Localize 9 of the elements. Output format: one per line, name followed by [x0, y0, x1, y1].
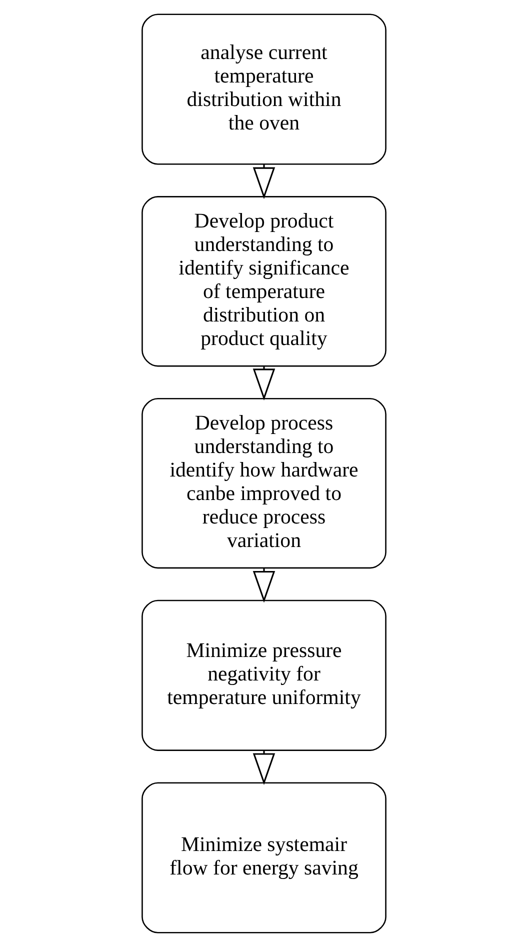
node-box: Minimize pressure negativity for temperature uniformity — [142, 600, 386, 751]
node-box: analyse current temperature distribution within the oven — [142, 14, 386, 165]
node-box: Minimize systemair flow for energy saving — [142, 782, 386, 934]
arrow — [252, 164, 276, 200]
node-box: Develop process understanding to identify how hardware canbe improved to reduce process variation — [142, 398, 386, 569]
arrow — [252, 750, 276, 786]
arrow — [252, 568, 276, 603]
arrow — [252, 366, 276, 400]
node-box: Develop product understanding to identify significance of temperature distribution on product quality — [142, 196, 386, 367]
